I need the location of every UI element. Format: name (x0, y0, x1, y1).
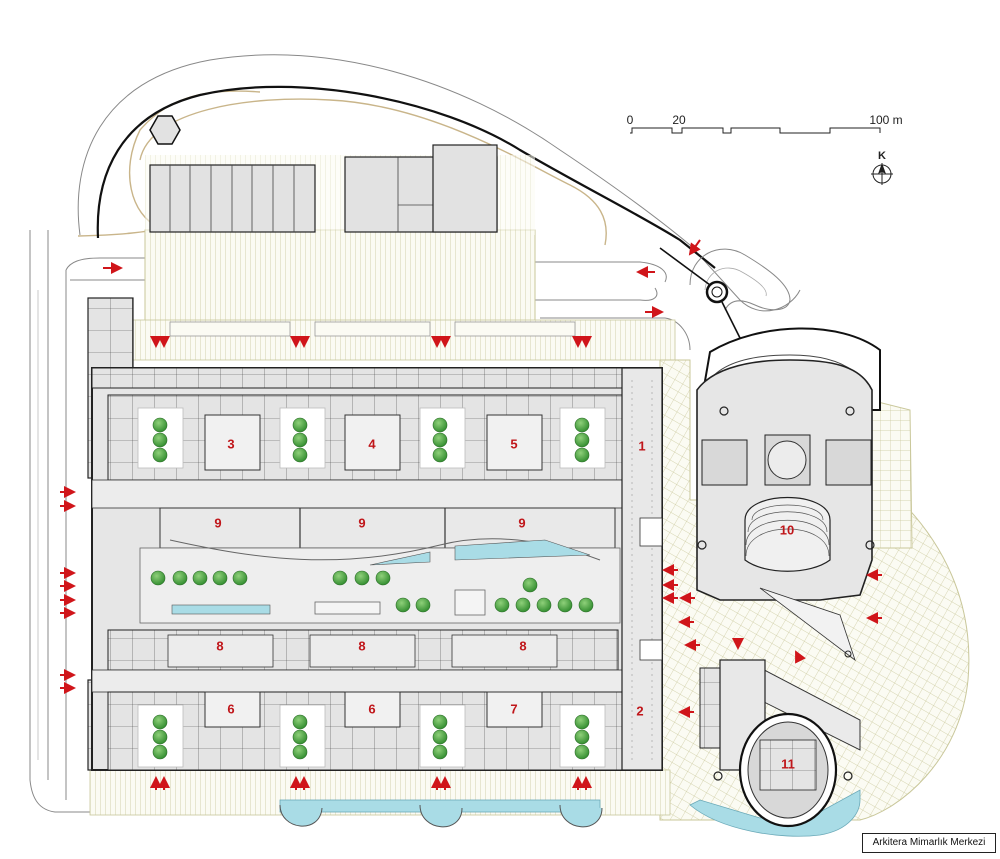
tree-icon (432, 729, 448, 745)
south-water (279, 789, 861, 837)
tree-icon (574, 714, 590, 730)
scale-label-0: 0 (627, 113, 634, 127)
north-arrow-icon: K (871, 150, 893, 185)
tree-icon (574, 432, 590, 448)
tree-icon (212, 570, 228, 586)
north-blocks (149, 144, 498, 233)
scale-label-20: 20 (672, 113, 686, 127)
tree-icon (574, 729, 590, 745)
tree-icon (574, 417, 590, 433)
tree-icon (432, 417, 448, 433)
tree-icon (432, 432, 448, 448)
tree-icon (292, 729, 308, 745)
tree-icon (432, 744, 448, 760)
tree-icon (432, 714, 448, 730)
tree-icon (574, 447, 590, 463)
tree-icon (192, 570, 208, 586)
tree-icon (292, 744, 308, 760)
tree-icon (536, 597, 552, 613)
room-number-7: 7 (510, 701, 517, 716)
room-number-8a: 8 (216, 638, 223, 653)
tree-icon (152, 417, 168, 433)
tree-icon (152, 432, 168, 448)
tree-icon (292, 714, 308, 730)
room-number-6a: 6 (227, 701, 234, 716)
tree-icon (515, 597, 531, 613)
entrance-arrows (60, 239, 882, 790)
small-hall (699, 659, 861, 828)
room-number-1: 1 (638, 438, 645, 453)
credit-label: Arkitera Mimarlık Merkezi (862, 833, 996, 853)
main-building (87, 297, 663, 771)
room-number-11: 11 (781, 756, 795, 771)
site-roads (29, 54, 801, 813)
tree-icon (415, 597, 431, 613)
tree-icon (522, 577, 538, 593)
tree-icon (332, 570, 348, 586)
tree-icon (232, 570, 248, 586)
tree-icon (432, 447, 448, 463)
tree-icon (152, 714, 168, 730)
room-number-8b: 8 (358, 638, 365, 653)
north-label: K (878, 150, 886, 162)
scale-label-100: 100 m (869, 113, 902, 127)
tree-icon (152, 729, 168, 745)
tree-icon (375, 570, 391, 586)
tree-icon (494, 597, 510, 613)
concert-hall (696, 327, 881, 662)
room-number-9c: 9 (518, 515, 525, 530)
tree-icon (172, 570, 188, 586)
tree-icon (152, 447, 168, 463)
room-number-9b: 9 (358, 515, 365, 530)
tree-icon (574, 744, 590, 760)
tree-icon (557, 597, 573, 613)
hexagon-pavilion (149, 115, 181, 145)
trees (150, 417, 594, 760)
entrance-arrow-icon (795, 650, 806, 664)
tree-icon (395, 597, 411, 613)
entrance-arrow-icon (688, 239, 701, 256)
tree-icon (152, 744, 168, 760)
room-number-5: 5 (510, 436, 517, 451)
room-number-8c: 8 (519, 638, 526, 653)
room-number-4: 4 (368, 436, 376, 451)
room-numbers: 1 2 3 4 5 6 6 7 8 8 8 9 9 9 10 11 (214, 436, 794, 771)
room-number-6b: 6 (368, 701, 375, 716)
room-number-9a: 9 (214, 515, 221, 530)
tree-icon (354, 570, 370, 586)
scale-bar: 0 20 100 m (627, 113, 903, 134)
tree-icon (150, 570, 166, 586)
tree-icon (578, 597, 594, 613)
room-number-10: 10 (780, 522, 794, 537)
tree-icon (292, 417, 308, 433)
tree-icon (292, 432, 308, 448)
room-number-3: 3 (227, 436, 234, 451)
room-number-2: 2 (636, 703, 643, 718)
tree-icon (292, 447, 308, 463)
